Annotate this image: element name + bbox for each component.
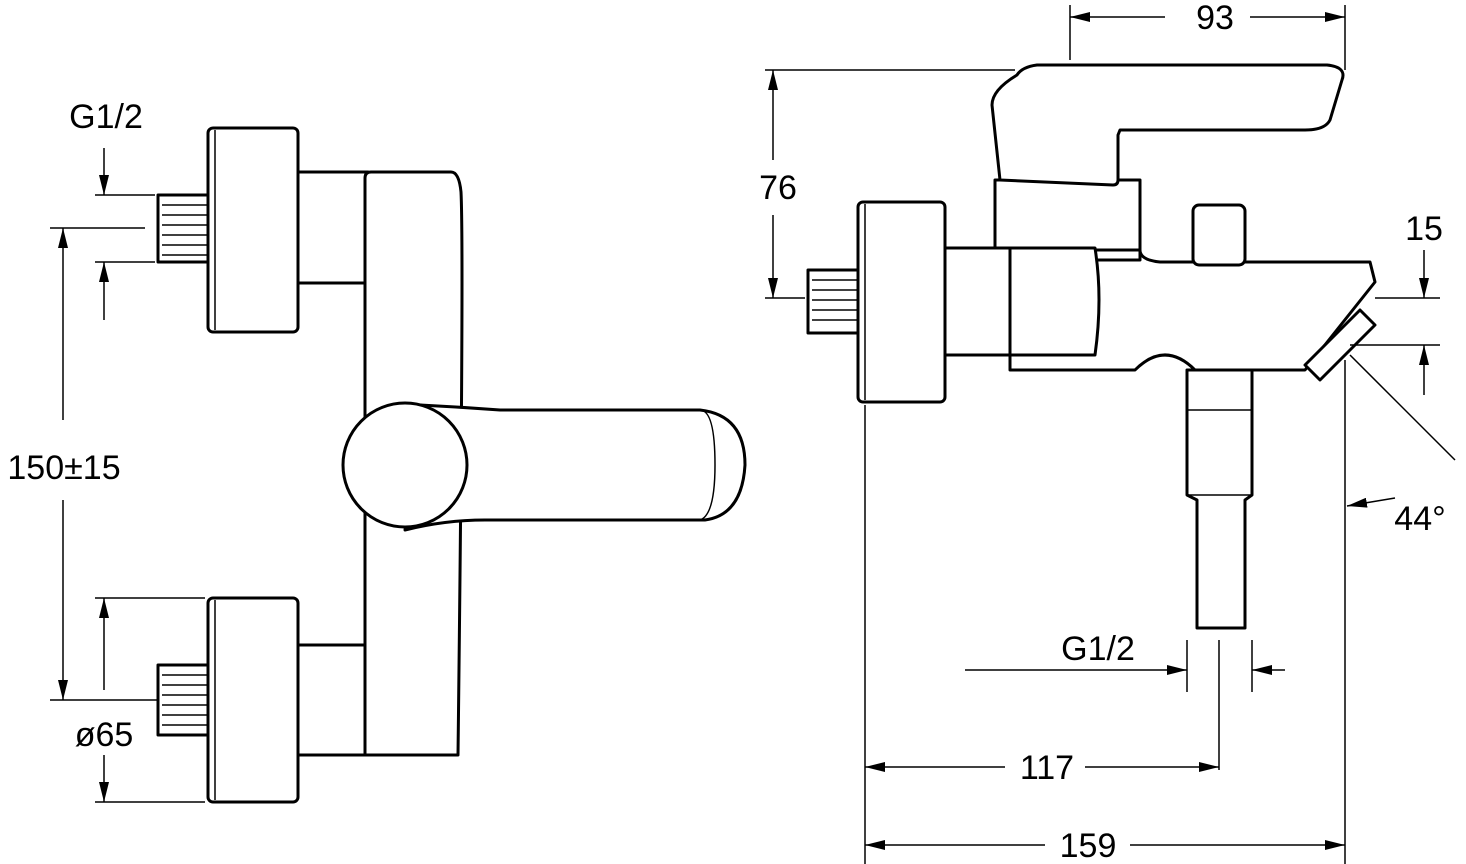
top-connector (296, 170, 370, 285)
aerator (1303, 308, 1377, 382)
side-connector (943, 246, 1012, 357)
bottom-nipple (156, 663, 212, 737)
outlet-pipe (1185, 368, 1254, 630)
top-nipple (156, 193, 212, 264)
outlet-offset-label: 117 (1020, 749, 1074, 787)
diverter-knob (1191, 203, 1247, 267)
cartridge (1008, 246, 1101, 357)
centre-distance-label: 150±15 (7, 449, 120, 487)
front-view (156, 126, 747, 804)
bottom-thread-label: G1/2 (1061, 630, 1135, 668)
spout (1008, 248, 1377, 372)
flange-diameter-label: ø65 (75, 716, 134, 754)
lever (403, 403, 747, 532)
mixer-body (993, 178, 1142, 252)
bottom-flange (206, 596, 300, 804)
bottom-connector (296, 643, 370, 757)
projection-label: 159 (1060, 827, 1117, 864)
outlet-height-label: 15 (1405, 210, 1443, 248)
front-dimensions: G1/2 150±15 ø65 (7, 98, 205, 803)
side-flange (856, 200, 947, 404)
side-dimensions: 93 76 15 44° G1/2 117 159 (759, 0, 1456, 864)
side-view (806, 63, 1377, 630)
handle-hub (341, 401, 469, 529)
handle-length-label: 93 (1196, 0, 1234, 37)
top-flange (206, 126, 300, 334)
height-label: 76 (759, 169, 797, 207)
outlet-angle-label: 44° (1394, 500, 1445, 538)
front-thread-label: G1/2 (69, 98, 143, 136)
side-handle (990, 63, 1345, 187)
